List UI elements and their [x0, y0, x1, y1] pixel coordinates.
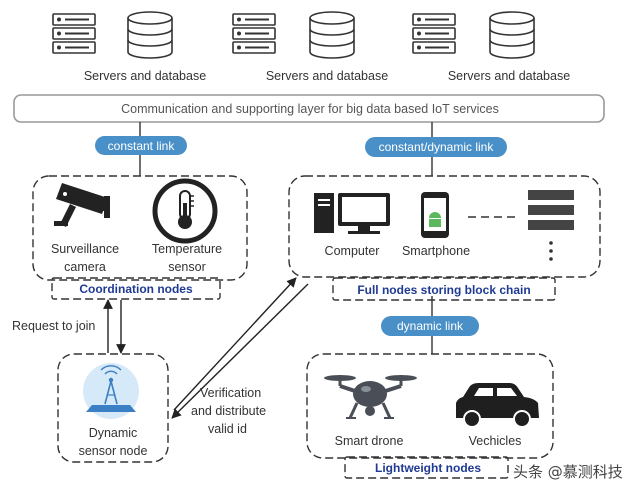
lightweight-title-box — [344, 456, 509, 479]
server-icon — [412, 13, 456, 54]
camera-label-line2: camera — [64, 260, 106, 274]
vehicles-label: Vechicles — [469, 434, 522, 448]
surveillance-camera-icon — [54, 183, 110, 227]
constant-link-pill — [95, 136, 187, 155]
coordination-title: Coordination nodes — [79, 282, 193, 296]
verification-arrow-down — [171, 283, 309, 419]
dynamic-link-label: dynamic link — [397, 319, 464, 333]
server-rack-icon — [528, 190, 574, 261]
dynamic-node-label-line2: sensor node — [79, 444, 148, 458]
computer-icon — [314, 193, 390, 234]
temperature-label-line2: sensor — [168, 260, 206, 274]
smartphone-label: Smartphone — [402, 244, 470, 258]
communication-layer — [13, 94, 605, 123]
constant-link-label: constant link — [108, 139, 176, 153]
smart-drone-icon — [324, 375, 417, 419]
server-group-3: Servers and database — [412, 11, 570, 83]
coordination-title-box — [51, 277, 221, 300]
server-icon — [52, 13, 96, 54]
server-label: Servers and database — [266, 69, 388, 83]
server-label: Servers and database — [84, 69, 206, 83]
full-nodes-title: Full nodes storing block chain — [357, 283, 530, 297]
database-icon — [127, 11, 173, 59]
verification-label-line2: and distribute — [191, 404, 266, 418]
verification-label-line3: valid id — [208, 422, 247, 436]
sensor-antenna-icon — [83, 363, 139, 419]
dynamic-link-pill — [381, 316, 479, 336]
server-group-1: Servers and database — [52, 11, 206, 83]
watermark: 头条 @慕测科技 — [513, 463, 623, 481]
smartphone-icon — [421, 192, 449, 238]
verification-label-line1: Verification — [200, 386, 261, 400]
request-to-join-label: Request to join — [12, 319, 95, 333]
server-label: Servers and database — [448, 69, 570, 83]
verification-arrow-up — [173, 277, 297, 411]
camera-label-line1: Surveillance — [51, 242, 119, 256]
constant-dynamic-link-pill — [365, 137, 507, 157]
lightweight-title: Lightweight nodes — [375, 461, 481, 475]
full-nodes-title-box — [332, 277, 556, 301]
full-nodes-box — [288, 175, 601, 278]
drone-label: Smart drone — [335, 434, 404, 448]
server-group-2: Servers and database — [232, 11, 388, 83]
database-icon — [489, 11, 535, 59]
thermometer-icon — [152, 178, 218, 244]
vehicle-icon — [456, 383, 539, 428]
communication-layer-label: Communication and supporting layer for b… — [121, 102, 499, 116]
coordination-nodes-box — [32, 175, 248, 281]
temperature-label-line1: Temperature — [152, 242, 222, 256]
dynamic-sensor-node-box — [57, 353, 169, 463]
server-icon — [232, 13, 276, 54]
dynamic-node-label-line1: Dynamic — [89, 426, 138, 440]
constant-dynamic-link-label: constant/dynamic link — [379, 140, 495, 154]
computer-label: Computer — [325, 244, 380, 258]
database-icon — [309, 11, 355, 59]
